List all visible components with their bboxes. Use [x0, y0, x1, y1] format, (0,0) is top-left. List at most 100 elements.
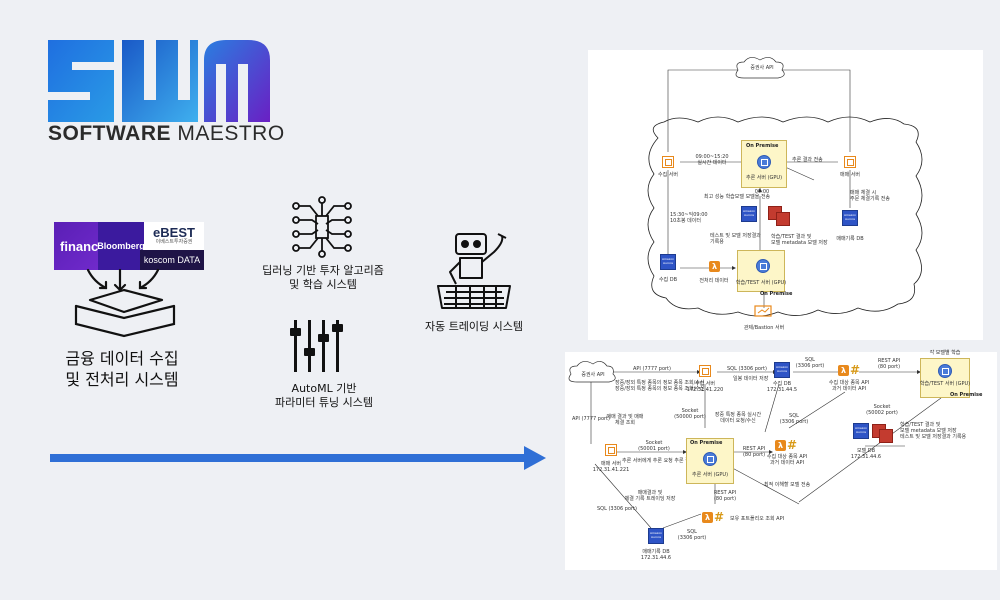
bottom-sql1-note: 일봉 데이터 저장	[733, 376, 769, 382]
section-automl: AutoML 기반 파라미터 튜닝 시스템	[274, 382, 374, 409]
bottom-rest2-0: REST API	[742, 446, 766, 452]
bottom-best-model: 최적 이해할 모델 전송	[764, 482, 811, 488]
top-trade-db-label: 매매기록 DB	[836, 236, 864, 242]
bottom-socket-right-1: (50002 port)	[866, 410, 898, 416]
top-trade-note-0: 매매 체결 시	[850, 190, 877, 196]
bottom-rest2-1: (80 port)	[742, 452, 766, 458]
bottom-collect-db-icon: Amazon Aurora	[774, 362, 790, 378]
robot-icon	[437, 233, 511, 309]
top-collector-label: 수집 서버	[658, 172, 678, 178]
top-collect-db-label: 수집 DB	[658, 277, 678, 283]
neural-network-icon	[292, 196, 352, 258]
bottom-model-save-2: 테스트 및 모델 저장결과 기록용	[900, 434, 967, 440]
top-save-note-1: 기록용	[710, 239, 724, 245]
top-test-note-0: 학습/TEST 결과 및	[771, 234, 812, 240]
bottom-collector-label: 수집 서버	[695, 381, 715, 387]
bottom-sql2-0: SQL	[805, 357, 815, 363]
bottom-trade-write-0: 매매결과 및	[637, 490, 663, 496]
bottom-socket-trade-note: 추론 서버에게 추론 요청 추론 결과 수신	[622, 458, 706, 464]
bottom-model-save-1: 모델 metadata 모델 저장	[900, 428, 957, 434]
bottom-socket-mid-0: 장중 특정 종목 실시간	[714, 412, 762, 418]
bottom-rest1-1: (80 port)	[877, 364, 901, 370]
bottom-socket-right-0: Socket	[873, 404, 891, 410]
top-aurora-db-icon: Amazon Aurora	[741, 206, 757, 222]
bottom-inference-api-0: 수집 대상 종목 API	[766, 454, 808, 460]
top-close-note-0: 15:30~익09:00	[670, 212, 708, 218]
top-on-premise-label-2: On Premise	[760, 291, 793, 297]
bottom-rest1-0: REST API	[877, 358, 901, 364]
bottom-s3-icon-2	[879, 429, 893, 443]
bottom-trade-fetch-1: 체결 조회	[615, 420, 635, 426]
bottom-rest3-0: REST API	[713, 490, 737, 496]
bottom-collect-db-label: 수집 DB	[772, 381, 792, 387]
bottom-trade-ip: 172.31.41.221	[592, 467, 630, 473]
bottom-collect-note-0: 장중/장외 특정 종목의 정보 종목 조회/수신	[615, 380, 705, 386]
bottom-collect-note-1: 장중/장외 특정 종목의 정보 종목 조회/수신	[615, 386, 705, 392]
architecture-diagram-bottom-lines	[568, 361, 942, 529]
top-collector-chip-icon	[662, 156, 674, 168]
bottom-trade-db-ip: 172.31.44.6	[640, 555, 672, 561]
software-maestro-logo	[48, 40, 270, 122]
bottom-inference-label: 추론 서버 (GPU)	[691, 472, 729, 478]
bottom-inference-gpu-icon	[703, 452, 717, 466]
top-inference-note: 추론 결과 전송	[792, 157, 823, 163]
bottom-collector-chip-icon	[699, 365, 711, 377]
top-train-label: 학습/TEST 서버 (GPU)	[735, 280, 787, 286]
top-time-range-0: 09:00~15:20	[695, 154, 729, 160]
bottom-sql3-1: (3306 port)	[779, 419, 809, 425]
logo-wordmark: SOFTWARE MAESTRO	[48, 122, 285, 145]
bottom-trade-db-icon: Amazon Aurora	[648, 528, 664, 544]
bottom-trade-chip-icon	[605, 444, 617, 456]
top-trade-chip-icon	[844, 156, 856, 168]
bottom-train-gpu-icon	[938, 364, 952, 378]
top-collect-db-icon: Amazon Aurora	[660, 254, 676, 270]
bottom-socket-mid-1: 데이터 요청/수신	[720, 418, 756, 424]
architecture-diagram-top-lines	[647, 57, 923, 317]
bottom-inference-api-1: 과거 데이터 API	[769, 460, 805, 466]
bottom-trade-label: 매매 서버	[601, 461, 621, 467]
inbox-tray-icon	[74, 268, 176, 338]
right-arrow-icon	[50, 446, 546, 470]
monitor-icon	[754, 305, 772, 317]
bottom-sql2-1: (3306 port)	[795, 363, 825, 369]
top-trade-db-icon: Amazon Aurora	[842, 210, 858, 226]
bottom-trade-fetch-0: 매매 결과 및 매매	[606, 414, 644, 420]
bottom-train-box	[920, 358, 970, 398]
top-api-label: 증권사 API	[750, 65, 774, 71]
bottom-collect-db-ip: 172.31.44.5	[766, 387, 798, 393]
bottom-lambda-icon: λ	[838, 365, 849, 376]
bottom-collector-ip: 172.31.41.220	[686, 387, 724, 393]
bottom-trade-write-1: 체결 기록 트레이딩 저장	[624, 496, 676, 502]
top-inference-label: 추론 서버 (GPU)	[745, 175, 783, 181]
bottom-socket-trade-0: Socket	[645, 440, 663, 446]
data-source-logos: finance Bloomberg eBEST 이베스트투자증권 koscom …	[54, 222, 204, 270]
bottom-api-gateway-icon-2: #	[787, 438, 798, 452]
top-close-note-1: 10초봉 데이터	[670, 218, 701, 224]
bottom-train-on-premise: On Premise	[950, 392, 983, 398]
bottom-sql5-0: SQL	[687, 529, 697, 535]
bottom-api-port2: API (7777 port)	[572, 416, 610, 422]
top-s3-icon-2	[776, 212, 790, 226]
bottom-api-gateway-icon-3: #	[714, 510, 725, 524]
top-bastion-label: 관제/Bastion 서버	[743, 325, 785, 331]
top-lambda-icon: λ	[709, 261, 720, 272]
bottom-train-label: 학습/TEST 서버 (GPU)	[919, 381, 971, 387]
top-train-gpu-icon	[756, 259, 770, 273]
bottom-lambda-icon-2: λ	[775, 440, 786, 451]
bottom-sql1: SQL (3306 port)	[727, 366, 767, 372]
top-trade-label: 매매 서버	[840, 172, 860, 178]
bottom-model-db-icon: Amazon Aurora	[853, 423, 869, 439]
bottom-trade-db-label: 매매기록 DB	[642, 549, 670, 555]
bottom-socket-trade-1: (50001 port)	[638, 446, 670, 452]
bottom-api-gateway-icon: #	[850, 363, 861, 377]
section-auto-trading: 자동 트레이딩 시스템	[424, 320, 524, 333]
ebest-logo: eBEST 이베스트투자증권	[144, 222, 204, 250]
bottom-sql3-0: SQL	[789, 413, 799, 419]
sliders-icon	[290, 320, 343, 372]
top-time-range-1: 실시간 데이터	[697, 160, 727, 166]
section-data-collection: 금융 데이터 수집 및 전처리 시스템	[65, 349, 179, 389]
bottom-train-top: 각 모델별 학습	[929, 350, 961, 356]
bottom-lambda-icon-3: λ	[702, 512, 713, 523]
bottom-inference-on-premise: On Premise	[690, 440, 723, 446]
bottom-sql5-1: (3306 port)	[677, 535, 707, 541]
